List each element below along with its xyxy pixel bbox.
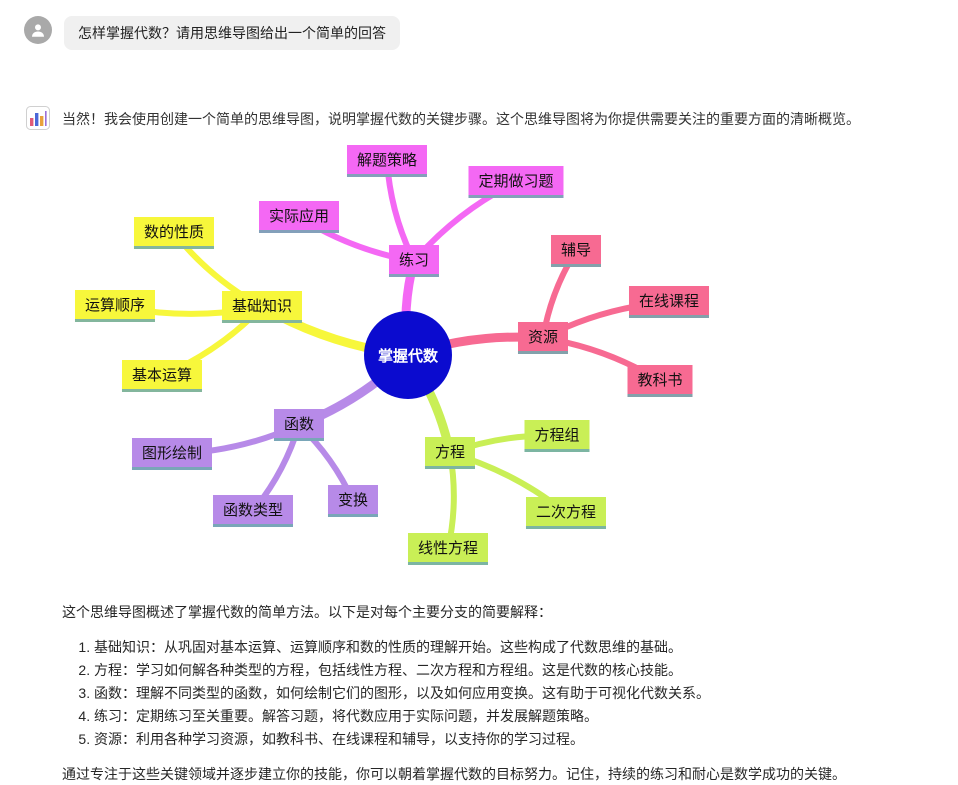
list-item: 资源：利用各种学习资源，如教科书、在线课程和辅导，以支持你的学习过程。 <box>94 729 934 750</box>
mindmap-node: 基本运算 <box>121 360 203 392</box>
explanation-block: 这个思维导图概述了掌握代数的简单方法。以下是对每个主要分支的简要解释： 基础知识… <box>62 602 934 785</box>
assistant-avatar-chart-icon <box>26 106 50 130</box>
mindmap-node: 基础知识 <box>221 291 303 323</box>
mindmap-node: 变换 <box>327 485 379 517</box>
user-avatar <box>24 16 52 44</box>
mindmap-node: 二次方程 <box>525 497 607 529</box>
user-message-row: 怎样掌握代数？请用思维导图给出一个简单的回答 <box>24 16 934 50</box>
mindmap-node: 方程组 <box>524 420 590 452</box>
person-icon <box>32 24 44 37</box>
user-message-bubble: 怎样掌握代数？请用思维导图给出一个简单的回答 <box>64 16 400 50</box>
list-item: 基础知识：从巩固对基本运算、运算顺序和数的性质的理解开始。这些构成了代数思维的基… <box>94 637 934 658</box>
mindmap-node: 教科书 <box>627 365 693 397</box>
mindmap-node: 辅导 <box>550 235 602 267</box>
mindmap-node: 函数 <box>273 409 325 441</box>
assistant-message-row: 当然！我会使用创建一个简单的思维导图，说明掌握代数的关键步骤。这个思维导图将为你… <box>24 106 934 130</box>
explanation-intro: 这个思维导图概述了掌握代数的简单方法。以下是对每个主要分支的简要解释： <box>62 604 552 620</box>
mindmap-node: 数的性质 <box>133 217 215 249</box>
mindmap-node: 资源 <box>517 322 569 354</box>
mindmap-node: 定期做习题 <box>468 166 564 198</box>
mindmap-node: 函数类型 <box>212 495 294 527</box>
mindmap: 基础知识 数的性质运算顺序基本运算 练习 解题策略定期做习题实际应用资源 辅导在线课程教… <box>70 138 815 588</box>
explanation-list: 基础知识：从巩固对基本运算、运算顺序和数的性质的理解开始。这些构成了代数思维的基… <box>72 637 934 750</box>
list-item: 练习：定期练习至关重要。解答习题，将代数应用于实际问题，并发展解题策略。 <box>94 706 934 727</box>
list-item: 方程：学习如何解各种类型的方程，包括线性方程、二次方程和方程组。这是代数的核心技… <box>94 660 934 681</box>
mindmap-node: 图形绘制 <box>131 438 213 470</box>
mindmap-node: 运算顺序 <box>74 290 156 322</box>
mindmap-node: 方程 <box>424 437 476 469</box>
mindmap-node: 实际应用 <box>258 201 340 233</box>
closing-paragraph: 通过专注于这些关键领域并逐步建立你的技能，你可以朝着掌握代数的目标努力。记住，持… <box>62 766 846 782</box>
list-item: 函数：理解不同类型的函数，如何绘制它们的图形，以及如何应用变换。这有助于可视化代… <box>94 683 934 704</box>
mindmap-node: 线性方程 <box>407 533 489 565</box>
mindmap-root-node: 掌握代数 <box>364 311 452 399</box>
mindmap-node: 在线课程 <box>628 286 710 318</box>
assistant-intro-text: 当然！我会使用创建一个简单的思维导图，说明掌握代数的关键步骤。这个思维导图将为你… <box>62 111 860 127</box>
mindmap-node: 练习 <box>388 245 440 277</box>
mindmap-node: 解题策略 <box>346 145 428 177</box>
